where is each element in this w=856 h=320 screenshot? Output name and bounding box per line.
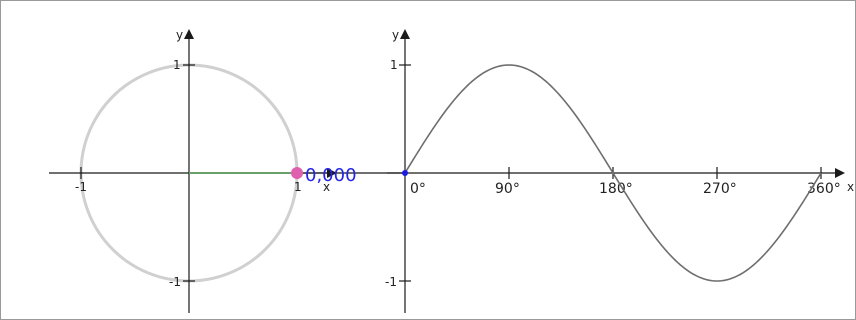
sine-value-label: 0,000 [305, 165, 357, 186]
graph-x-tick-label: 180° [599, 181, 633, 197]
sine-curve [404, 64, 822, 282]
circle-tick-label-pos-x: 1 [294, 180, 302, 194]
circle-tick-label-neg-x: -1 [75, 180, 87, 194]
graph-x-tick-label: 90° [495, 181, 520, 197]
graph-tick-label-neg-y: -1 [385, 275, 397, 289]
circle-y-axis-label: y [176, 28, 183, 42]
blue-dot-icon [402, 170, 408, 176]
graph-x-tick-label: 360° [807, 181, 841, 197]
circle-tick-label-neg-y: -1 [169, 275, 181, 289]
circle-x-axis-label: x [323, 180, 330, 194]
sine-graph-panel: 1 -1 y x 0° 90° 180° 270° 360° [385, 28, 854, 313]
graph-x-axis-label: x [847, 180, 854, 194]
graph-x-tick-label: 0° [410, 181, 426, 197]
circle-tick-label-pos-y: 1 [173, 58, 181, 72]
graph-x-tick-label: 270° [703, 181, 737, 197]
graph-y-axis-label: y [392, 28, 399, 42]
graph-x-ticks: 0° 90° 180° 270° 360° [410, 167, 841, 197]
unit-circle-panel: 1 -1 1 -1 y x 0,000 [49, 28, 405, 313]
graph-tick-label-pos-y: 1 [390, 58, 398, 72]
angle-point-handle[interactable] [291, 167, 303, 179]
